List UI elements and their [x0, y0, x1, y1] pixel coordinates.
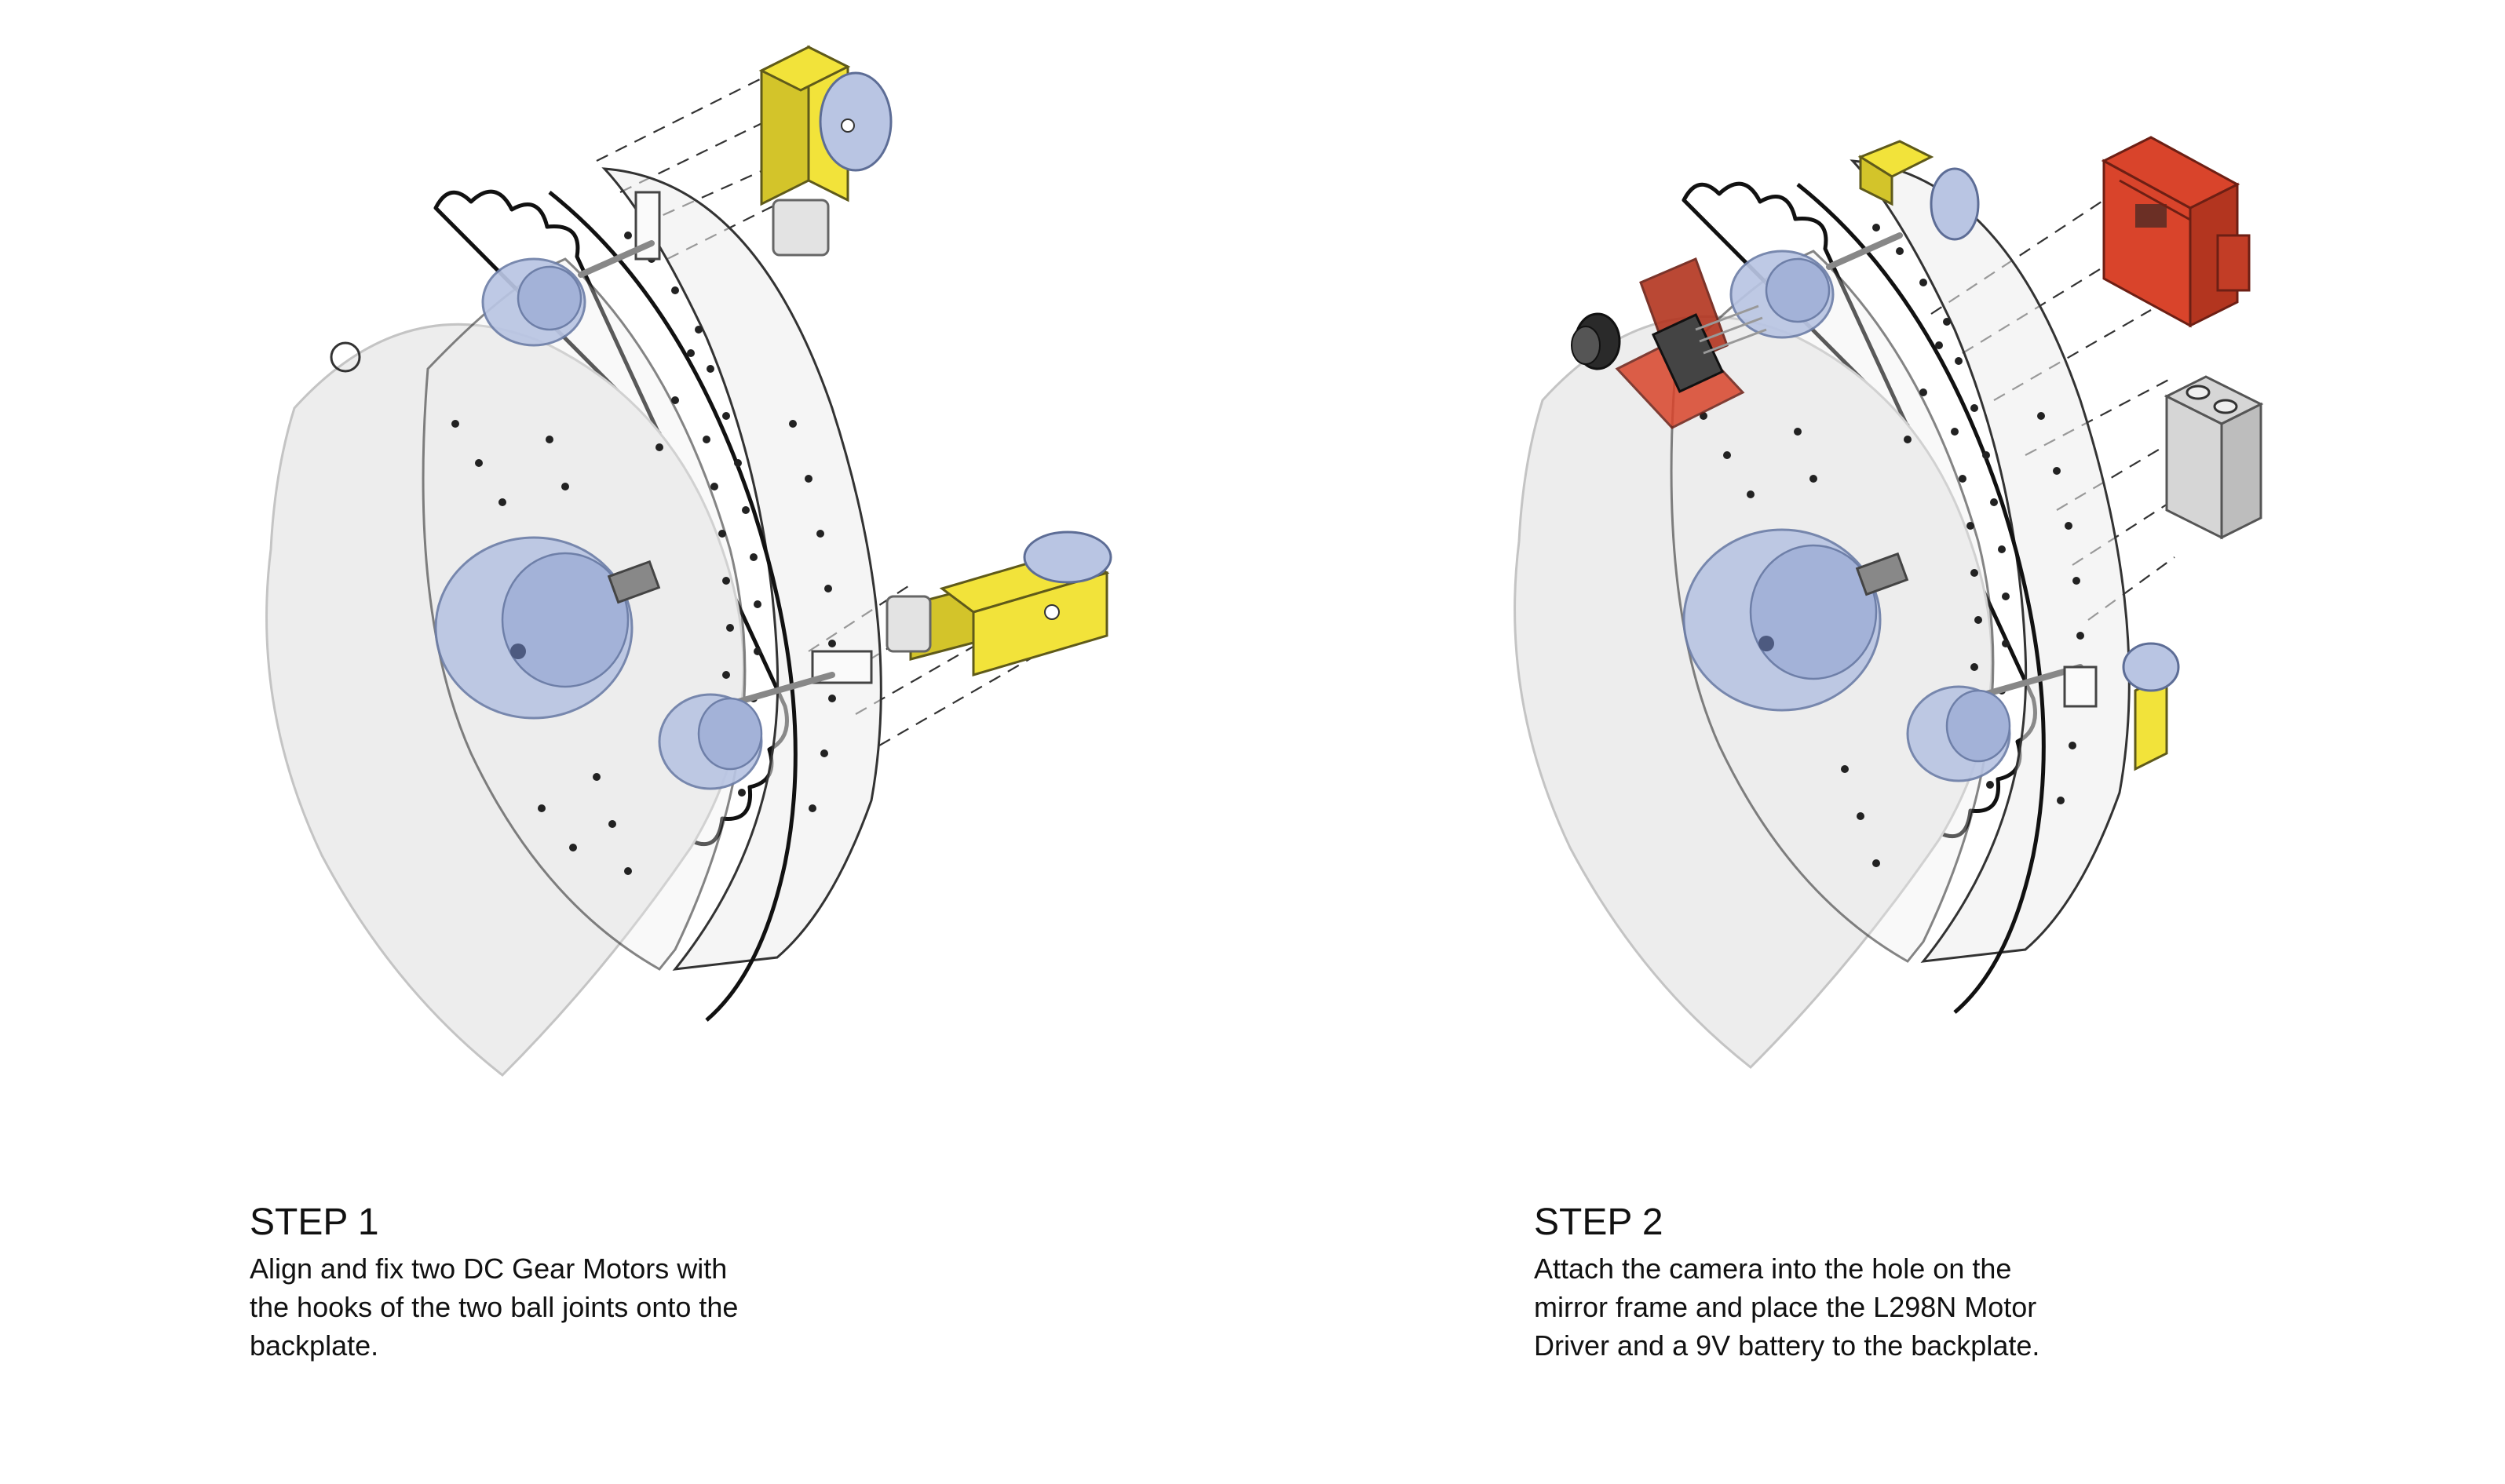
- ball-joint-bottom-2: [1906, 685, 2011, 782]
- step2-title: STEP 2: [1534, 1201, 1663, 1243]
- l298n-motor-driver: [2101, 136, 2251, 328]
- step2-illustration: [1514, 136, 2264, 1070]
- step1-caption: STEP 1 Align and fix two DC Gear Motors …: [250, 1201, 956, 1365]
- center-pivot-2: [1682, 528, 1909, 712]
- ball-joint-top: [481, 257, 586, 347]
- step2-instructions: Attach the camera into the hole on the m…: [1534, 1252, 2040, 1362]
- mounted-motor-top: [1857, 140, 1980, 241]
- 9v-battery: [2164, 375, 2264, 540]
- step1-title: STEP 1: [250, 1201, 379, 1243]
- dc-gear-motor-top: [760, 46, 893, 257]
- step1-instructions: Align and fix two DC Gear Motors with th…: [250, 1252, 739, 1362]
- center-pivot: [434, 536, 661, 720]
- ball-joint-top-2: [1729, 250, 1835, 339]
- step1-illustration: [265, 46, 1112, 1077]
- step2-caption: STEP 2 Attach the camera into the hole o…: [1534, 1201, 2240, 1365]
- camera-module: [1571, 257, 1767, 429]
- dc-gear-motor-bottom: [886, 531, 1112, 676]
- mounting-holes-2: [1700, 224, 2084, 867]
- ball-joint-bottom: [658, 693, 763, 790]
- mounted-motor-bottom: [2063, 642, 2180, 771]
